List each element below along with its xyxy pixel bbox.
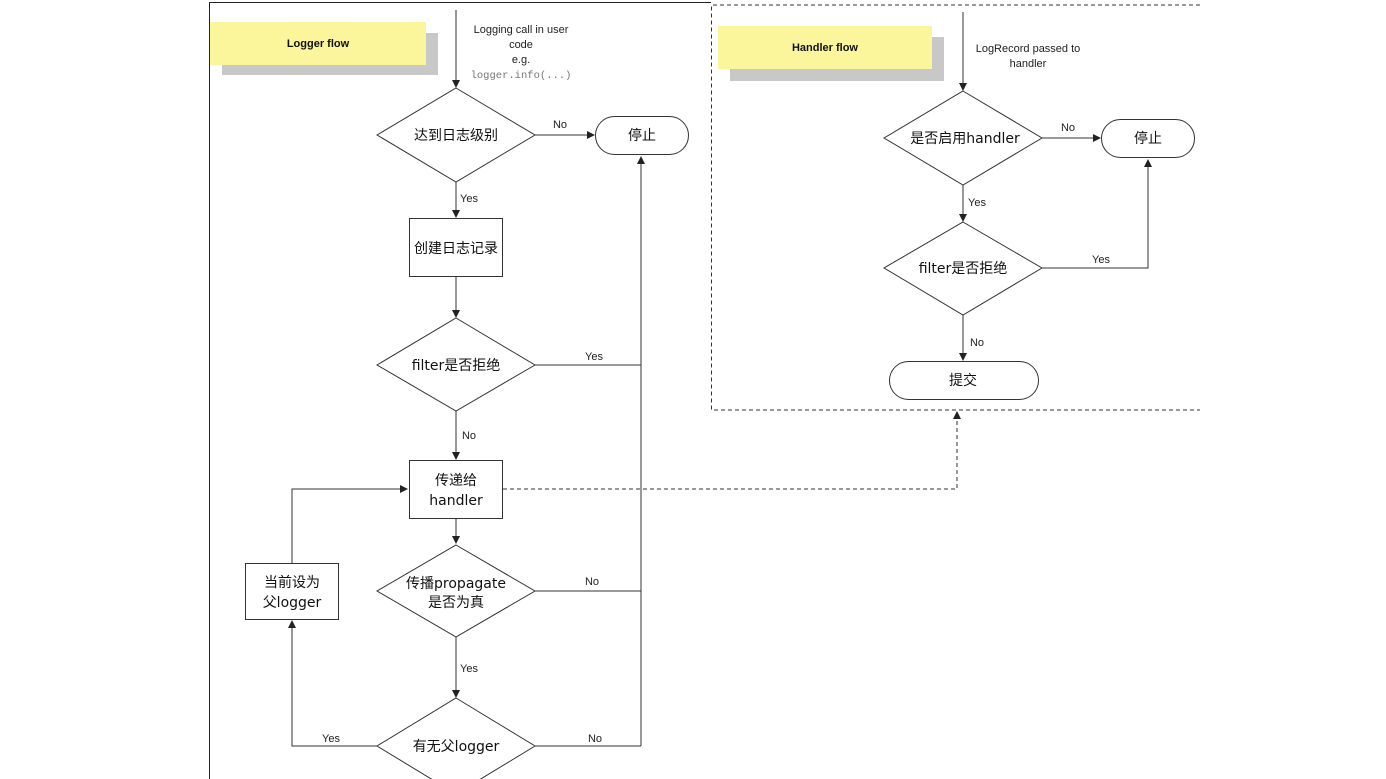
handler-stop-label: 停止: [1134, 130, 1162, 147]
handler-stop-terminator: [1101, 119, 1195, 158]
logger-stop-node: 停止: [595, 116, 689, 155]
parent-diamond: [376, 697, 536, 779]
handler-start-note: LogRecord passed to handler: [976, 43, 1081, 70]
set-parent-node: 当前设为 父logger: [245, 563, 339, 620]
label-propagate-yes: Yes: [460, 663, 478, 675]
label-level-no: No: [553, 119, 567, 131]
label-propagate-no: No: [585, 576, 599, 588]
label-filter-yes: Yes: [585, 351, 603, 363]
propagate-diamond: [376, 544, 536, 638]
handler-flow-title-note: Handler flow: [718, 26, 944, 81]
line-handler-filter-yes-to-stop: [1042, 159, 1152, 269]
handler-enabled-node: 是否启用handler: [883, 90, 1043, 186]
decision-level-node: 达到日志级别: [376, 87, 536, 183]
handler-enabled-diamond: [883, 90, 1043, 186]
logger-filter-label: filter是否拒绝: [412, 358, 501, 374]
label-handler-filter-no: No: [970, 337, 984, 349]
handler-flow-connectors: [959, 12, 1152, 361]
set-parent-label-line1: 当前设为: [264, 574, 320, 591]
handler-filter-label: filter是否拒绝: [919, 261, 1008, 277]
propagate-label-line1: 传播propagate: [406, 576, 506, 592]
logger-edge-labels: No Yes Yes No No Yes Yes No: [322, 119, 603, 745]
emit-terminator: [889, 361, 1039, 400]
label-enabled-no: No: [1061, 122, 1075, 134]
logger-start-note-line1: Logging call in user: [474, 24, 569, 36]
pass-handler-box: [409, 460, 503, 519]
logger-start-note-line2: code: [509, 39, 533, 51]
logger-start-note-code: logger.info(...): [471, 70, 572, 82]
label-level-yes: Yes: [460, 193, 478, 205]
label-parent-yes: Yes: [322, 733, 340, 745]
handler-start-note-line2: handler: [1010, 58, 1047, 70]
logger-filter-node: filter是否拒绝: [376, 317, 536, 412]
logger-stop-label: 停止: [628, 127, 656, 144]
logger-filter-diamond: [376, 317, 536, 412]
logger-start-note-line3: e.g.: [512, 54, 530, 66]
pass-handler-label-line2: handler: [429, 493, 483, 509]
propagate-node: 传播propagate 是否为真: [376, 544, 536, 638]
label-parent-no: No: [588, 733, 602, 745]
create-record-node: 创建日志记录: [409, 218, 503, 277]
handler-edge-labels: No Yes Yes No: [968, 122, 1110, 349]
line-set-parent-to-pass: [291, 485, 408, 563]
set-parent-box: [245, 563, 339, 620]
logger-flow-title-note: Logger flow: [210, 22, 438, 75]
label-filter-no: No: [462, 430, 476, 442]
create-record-label: 创建日志记录: [414, 241, 498, 257]
parent-node: 有无父logger: [376, 697, 536, 779]
label-handler-filter-yes: Yes: [1092, 254, 1110, 266]
emit-label: 提交: [949, 372, 977, 389]
decision-level-label: 达到日志级别: [414, 128, 498, 144]
logger-flow-connectors: [288, 10, 645, 779]
handler-flow-container: [711, 4, 1200, 411]
handoff-dashed-line: [503, 411, 961, 490]
logger-flow-title-box: [210, 22, 426, 65]
propagate-label-line2: 是否为真: [428, 595, 484, 611]
emit-node: 提交: [889, 361, 1039, 400]
handler-stop-node: 停止: [1101, 119, 1195, 158]
handler-filter-diamond: [883, 221, 1043, 316]
handler-flow-title: Handler flow: [792, 42, 858, 54]
handler-enabled-label: 是否启用handler: [910, 131, 1020, 147]
line-parent-yes-to-set-parent: [288, 620, 377, 747]
parent-label: 有无父logger: [413, 739, 500, 755]
handler-filter-node: filter是否拒绝: [883, 221, 1043, 316]
pass-handler-label-line1: 传递给: [435, 473, 477, 489]
pass-handler-node: 传递给 handler: [409, 460, 503, 519]
create-record-box: [409, 218, 503, 277]
label-enabled-yes: Yes: [968, 197, 986, 209]
logger-start-note: Logging call in user code e.g. logger.in…: [471, 24, 572, 82]
handler-start-note-line1: LogRecord passed to: [976, 43, 1081, 55]
decision-level-diamond: [376, 87, 536, 183]
logger-stop-terminator: [595, 116, 689, 155]
logger-flow-title: Logger flow: [287, 38, 350, 50]
handler-flow-title-box: [718, 26, 932, 69]
set-parent-label-line2: 父logger: [263, 595, 322, 611]
